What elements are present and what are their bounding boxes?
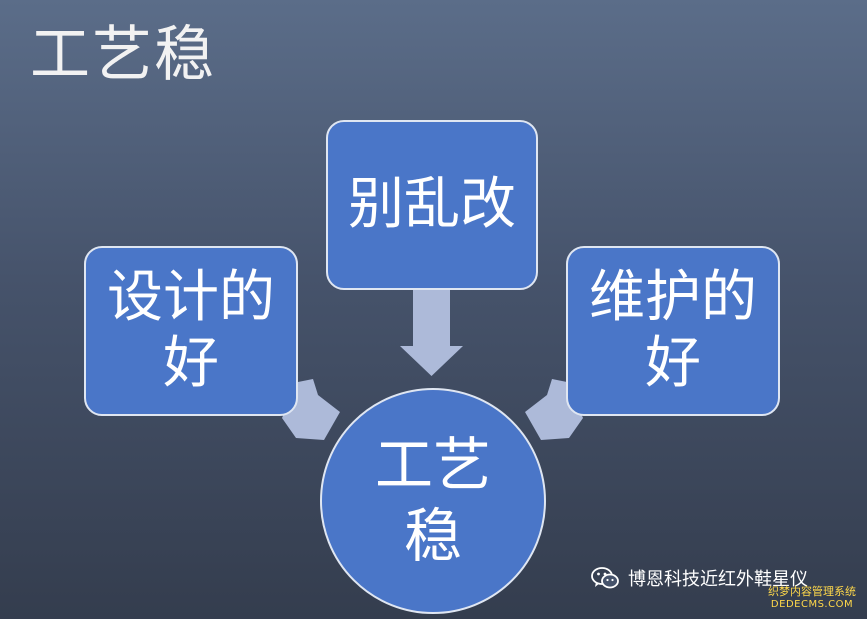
site-watermark: 织梦内容管理系统 DEDECMS.COM <box>762 585 862 611</box>
box-no-random-changes: 别乱改 <box>326 120 538 290</box>
wechat-icon <box>591 567 619 589</box>
box-maintain-well: 维护的好 <box>566 246 780 416</box>
arrow-down <box>400 290 463 376</box>
slide-title: 工艺稳 <box>30 20 216 90</box>
site-watermark-name: 织梦内容管理系统 <box>768 585 856 598</box>
watermark-account-name: 博恩科技近红外鞋星仪 <box>628 569 808 590</box>
box-no-random-changes-label: 别乱改 <box>348 171 516 237</box>
site-watermark-url: DEDECMS.COM <box>770 599 854 610</box>
center-circle: 工艺稳 <box>320 388 546 614</box>
box-design-well-label: 设计的好 <box>107 264 275 396</box>
box-design-well: 设计的好 <box>84 246 298 416</box>
box-maintain-well-label: 维护的好 <box>589 264 757 396</box>
center-circle-label: 工艺稳 <box>374 431 491 570</box>
wechat-watermark: 博恩科技近红外鞋星仪 <box>590 565 808 591</box>
